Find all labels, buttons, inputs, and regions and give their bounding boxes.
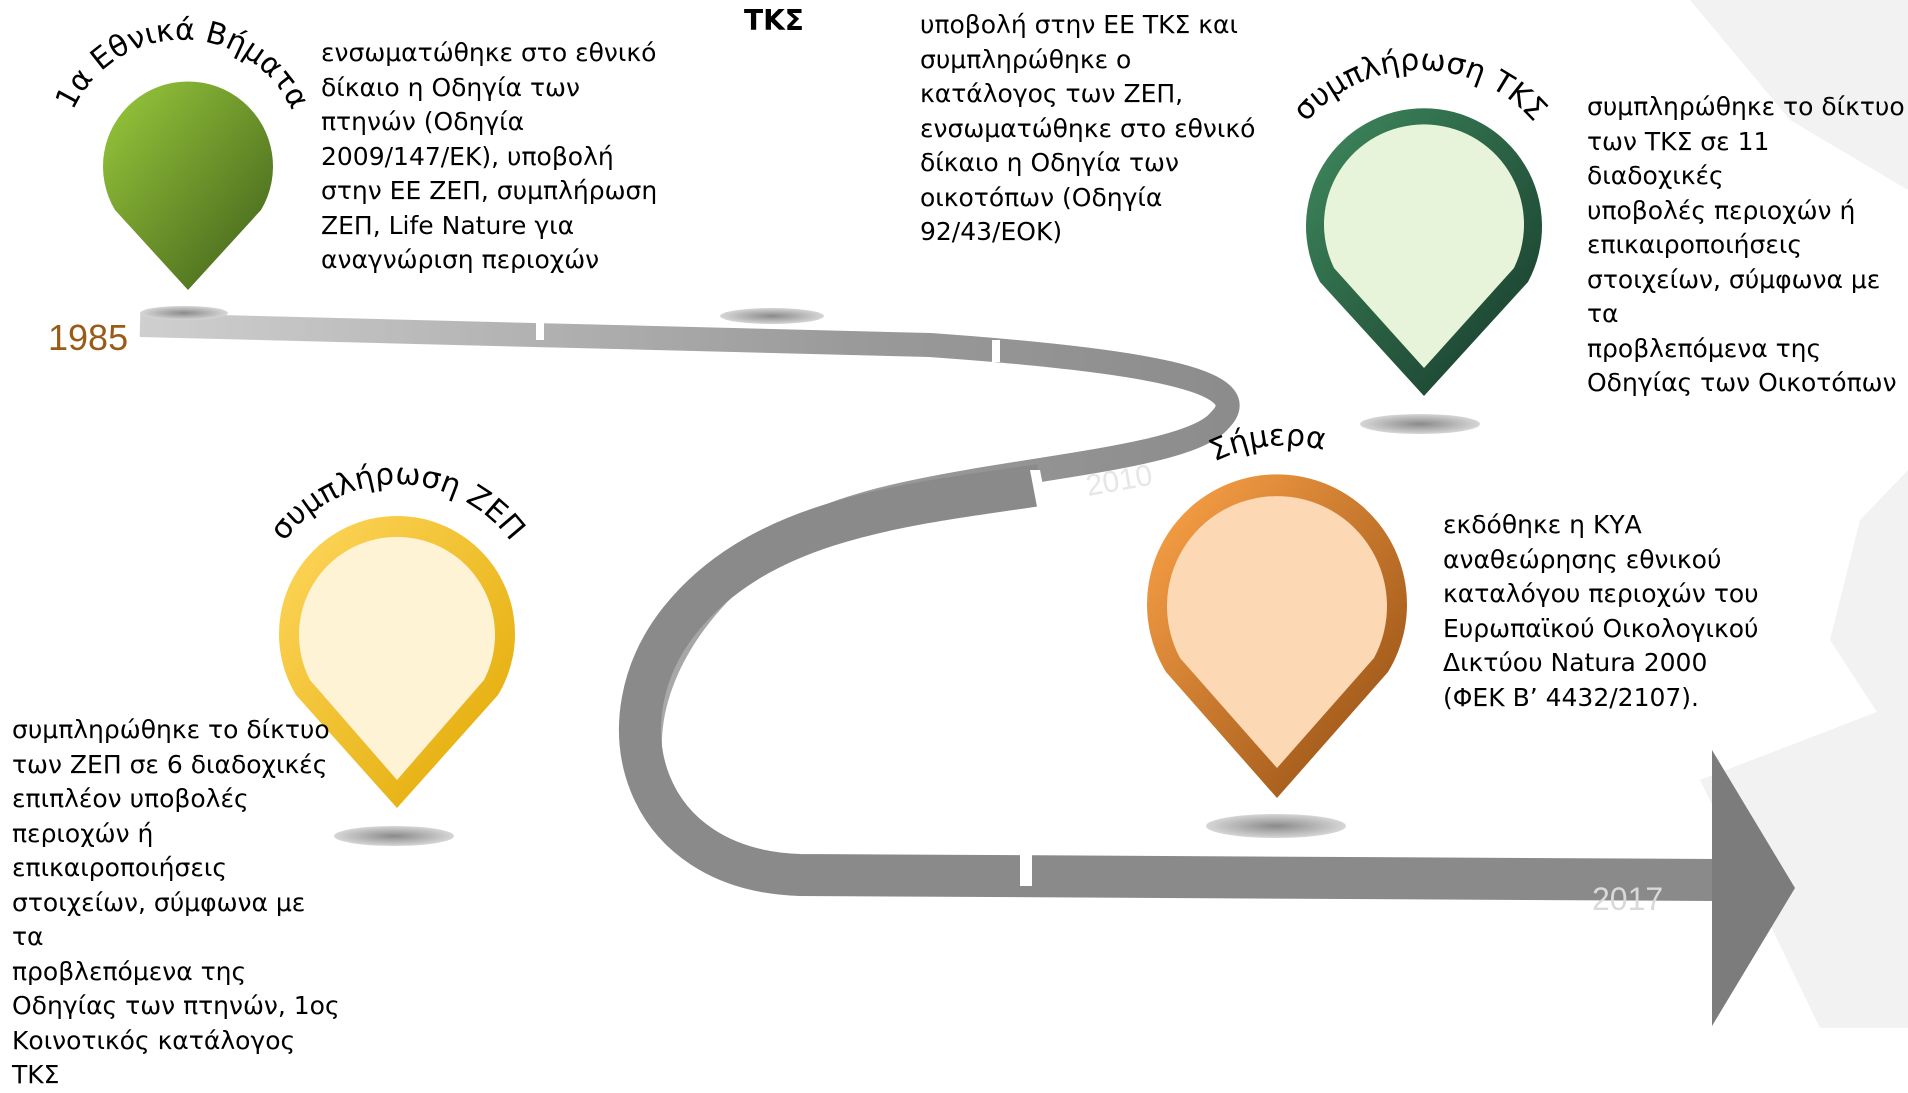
background-decoration bbox=[1690, 0, 1908, 1028]
title-tks-submission: ΤΚΣ bbox=[744, 4, 804, 37]
path-gap bbox=[1030, 470, 1048, 512]
milestone-pin-first-steps bbox=[103, 81, 274, 290]
year-label-start: 1985 bbox=[48, 317, 128, 358]
pin-shadow bbox=[1206, 814, 1346, 838]
description-tks-completion: συμπληρώθηκε το δίκτυο των ΤΚΣ σε 11 δια… bbox=[1587, 92, 1905, 397]
path-gap bbox=[1020, 836, 1032, 886]
description-today: εκδόθηκε η ΚΥΑ αναθεώρησης εθνικού καταλ… bbox=[1443, 510, 1759, 712]
timeline-diagram: 1α Εθνικά Βήματα συμπλήρωση ΤΚΣ συμπλήρω… bbox=[48, 0, 1908, 1028]
year-label-end: 2017 bbox=[1592, 881, 1663, 917]
description-zep-completion: συμπληρώθηκε το δίκτυο των ΖΕΠ σε 6 διαδ… bbox=[12, 715, 340, 1089]
path-gap bbox=[992, 340, 1000, 362]
description-first-steps: ενσωματώθηκε στο εθνικό δίκαιο η Οδηγία … bbox=[321, 38, 658, 274]
pin-shadow bbox=[334, 826, 454, 846]
milestone-pin-tks-inner bbox=[1324, 124, 1524, 368]
pin-shadow bbox=[140, 306, 228, 320]
description-tks-submission: υποβολή στην ΕΕ ΤΚΣ και συμπληρώθηκε ο κ… bbox=[920, 10, 1256, 246]
milestone-pin-today-inner bbox=[1167, 496, 1387, 768]
path-gap bbox=[536, 320, 544, 340]
timeline-path-thick bbox=[619, 464, 1716, 901]
milestone-pin-zep-inner bbox=[299, 536, 495, 780]
pin-shadow bbox=[720, 308, 824, 324]
timeline-arrowhead bbox=[1712, 750, 1795, 1026]
pin-shadow bbox=[1360, 414, 1480, 434]
